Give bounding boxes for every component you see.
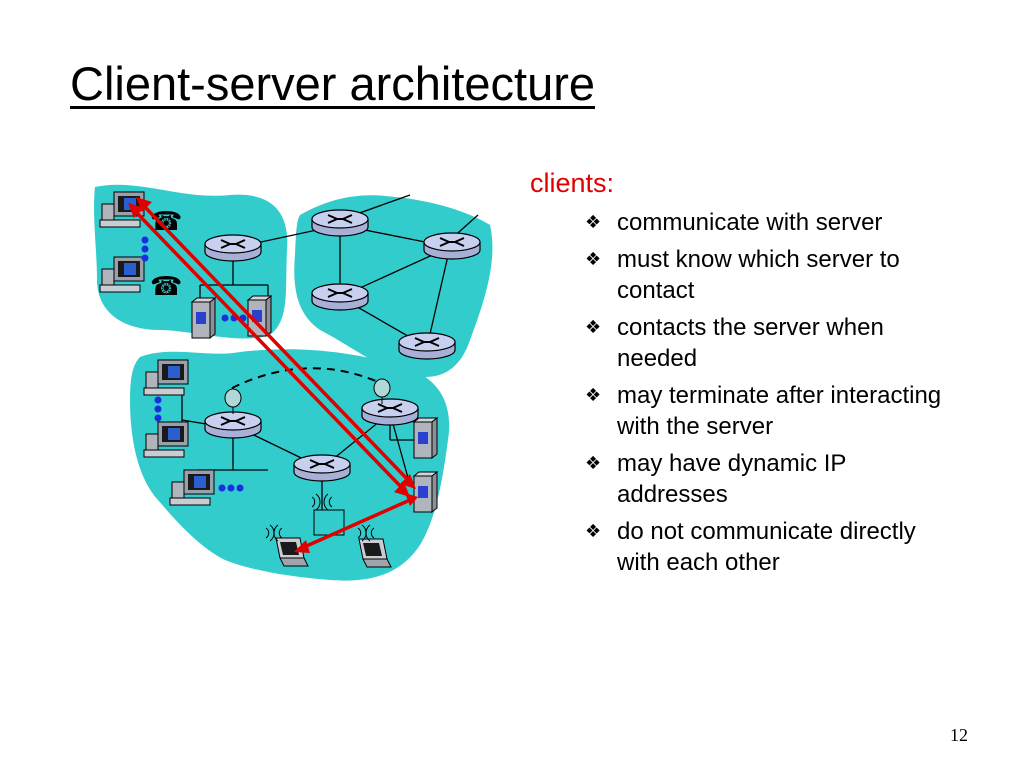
bullet-item: ❖contacts the server when needed — [585, 314, 884, 372]
router-icon — [204, 234, 262, 262]
slide-title: Client-server architecture — [70, 57, 596, 110]
bullet-diamond-icon: ❖ — [585, 212, 602, 233]
bullet-diamond-icon: ❖ — [585, 385, 602, 406]
bullet-diamond-icon: ❖ — [585, 521, 602, 542]
network-cloud-left — [94, 184, 288, 339]
router-icon — [204, 411, 262, 439]
router-icon — [293, 454, 351, 482]
bullet-item: ❖must know which server to contact — [585, 246, 900, 304]
router-icon — [311, 209, 369, 237]
client-bullet-list: ❖communicate with server ❖must know whic… — [585, 207, 955, 584]
bullet-item: ❖do not communicate directly with each o… — [585, 518, 916, 576]
svg-text:☎: ☎ — [150, 272, 182, 302]
server-icon — [413, 471, 438, 513]
wireless-icon — [265, 493, 375, 542]
arrowheads — [128, 197, 418, 553]
bullet-diamond-icon: ❖ — [585, 317, 602, 338]
clients-heading: clients: — [530, 168, 615, 198]
router-icon — [311, 283, 369, 311]
bullet-diamond-icon: ❖ — [585, 249, 602, 270]
bullet-item: ❖may terminate after interacting with th… — [585, 382, 942, 440]
server-icon — [191, 297, 216, 339]
satellite-dish-icon — [373, 378, 391, 404]
bullet-diamond-icon: ❖ — [585, 453, 602, 474]
server-icon — [413, 417, 438, 459]
page-number: 12 — [950, 725, 968, 745]
telephone-icon: ☎ ☎ — [150, 207, 182, 302]
client-server-arrow — [132, 202, 412, 550]
bullet-item: ❖may have dynamic IP addresses — [585, 450, 846, 508]
satellite-dish-icon — [224, 388, 242, 414]
router-icon — [423, 232, 481, 260]
router-icon — [361, 398, 419, 426]
router-icon — [398, 332, 456, 360]
bullet-item: ❖communicate with server — [585, 209, 883, 236]
